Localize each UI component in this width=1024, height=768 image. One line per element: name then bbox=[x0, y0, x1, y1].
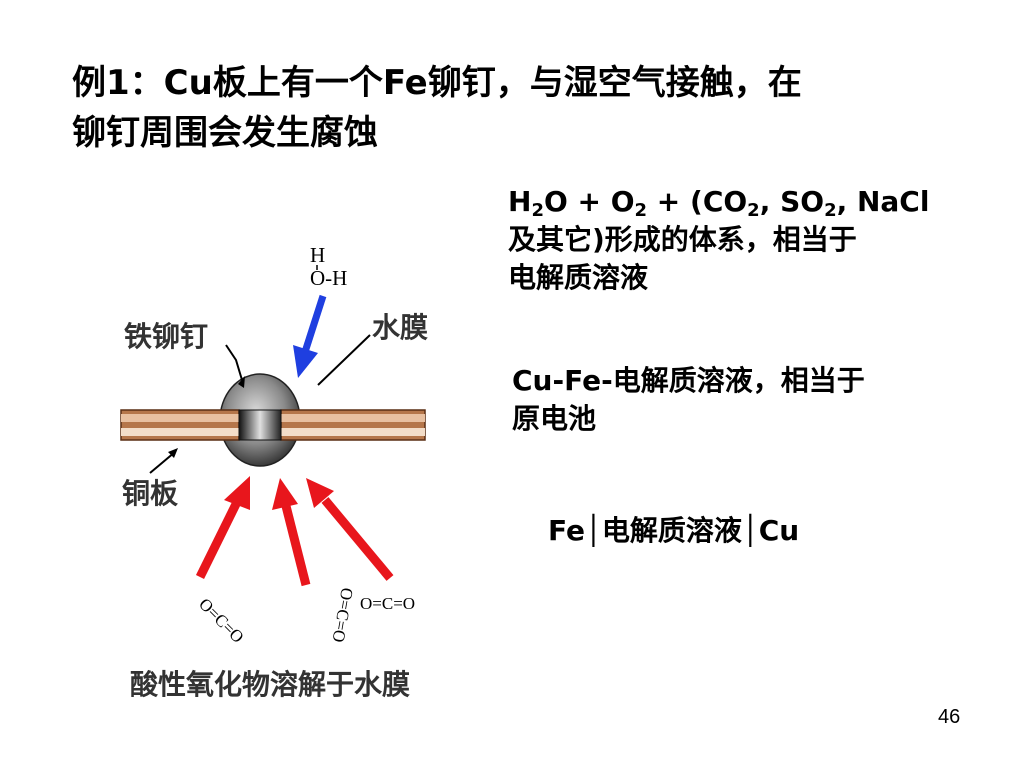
title-line-1: 例1：Cu板上有一个Fe铆钉，与湿空气接触，在 bbox=[72, 63, 802, 103]
formula-line: H2O + O2 + (CO2, SO2, NaCl bbox=[508, 185, 930, 221]
cell-anode: Fe bbox=[548, 514, 585, 547]
cell-separator-right: │ bbox=[741, 514, 759, 547]
copper-pointer bbox=[149, 451, 176, 474]
slide-title: 例1：Cu板上有一个Fe铆钉，与湿空气接触，在 铆钉周围会发生腐蚀 bbox=[72, 58, 972, 158]
label-copper: 铜板 bbox=[122, 477, 178, 510]
copper-plate bbox=[120, 409, 426, 441]
water-film-pointer bbox=[317, 334, 371, 386]
cell-notation: Fe│电解质溶液│Cu bbox=[548, 512, 799, 550]
galvanic-line-1: Cu-Fe-电解质溶液，相当于 bbox=[512, 364, 865, 397]
water-arrow bbox=[293, 294, 327, 378]
water-h-top: H bbox=[310, 243, 325, 267]
rivet-shank bbox=[238, 409, 282, 441]
galvanic-line-2: 原电池 bbox=[512, 402, 597, 435]
co2-molecule-c: O=C=O bbox=[360, 594, 415, 613]
electrolyte-line-2: 及其它)形成的体系，相当于 bbox=[508, 223, 857, 256]
rivet-pointer bbox=[225, 344, 243, 381]
electrolyte-line-3: 电解质溶液 bbox=[508, 261, 649, 294]
label-acid-oxides: 酸性氧化物溶解于水膜 bbox=[130, 668, 410, 701]
cell-separator-left: │ bbox=[584, 514, 602, 547]
cell-cathode: Cu bbox=[758, 514, 800, 547]
title-line-2: 铆钉周围会发生腐蚀 bbox=[72, 113, 378, 153]
label-water-film: 水膜 bbox=[372, 311, 428, 344]
water-oh: O-H bbox=[310, 266, 347, 290]
cell-electrolyte: 电解质溶液 bbox=[601, 514, 742, 547]
galvanic-paragraph: Cu-Fe-电解质溶液，相当于 原电池 bbox=[512, 362, 865, 438]
co2-molecule-b: O=C=O bbox=[328, 586, 356, 644]
label-rivet: 铁铆钉 bbox=[124, 320, 208, 353]
acid-arrows bbox=[195, 476, 394, 587]
electrolyte-paragraph: H2O + O2 + (CO2, SO2, NaCl 及其它)形成的体系，相当于… bbox=[508, 183, 929, 297]
page-number: 46 bbox=[938, 706, 961, 728]
co2-molecule-a: O=C=O bbox=[195, 594, 247, 646]
